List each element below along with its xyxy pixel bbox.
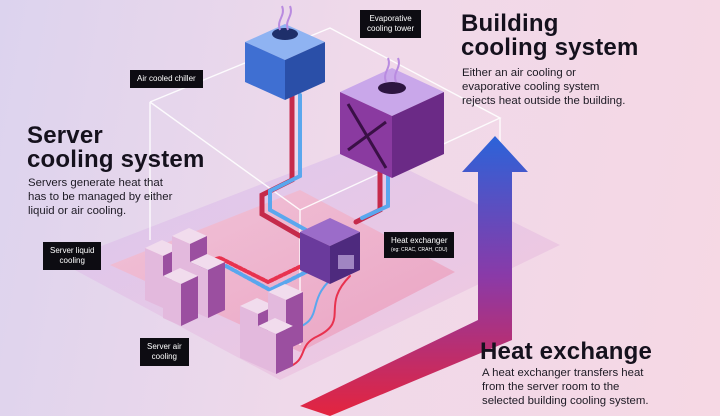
evaporative-label-line2: cooling tower bbox=[367, 24, 415, 33]
building-desc-line3: rejects heat outside the building. bbox=[462, 95, 626, 107]
exchange-desc-line3: selected building cooling system. bbox=[482, 395, 649, 407]
exchange-desc-line1: A heat exchanger transfers heat bbox=[482, 367, 644, 379]
server-desc-line3: liquid or air cooling. bbox=[28, 205, 127, 217]
evaporative-cooling-tower bbox=[340, 57, 444, 178]
air-cooled-chiller bbox=[245, 5, 325, 100]
server-liquid-label-line1: Server liquid bbox=[50, 246, 95, 255]
server-air-label-line2: cooling bbox=[151, 352, 178, 361]
server-description: Servers generate heat that has to be man… bbox=[28, 176, 172, 218]
air-cooled-chiller-label: Air cooled chiller bbox=[137, 74, 196, 83]
server-racks-liquid bbox=[145, 228, 225, 326]
exchange-heading: Heat exchange bbox=[480, 338, 653, 365]
building-desc-line2: evaporative cooling system bbox=[462, 81, 600, 93]
heat-exchanger-sublabel: (eg: CRAC, CRAH, CDU) bbox=[391, 247, 448, 253]
building-desc-line1: Either an air cooling or bbox=[462, 67, 576, 79]
server-desc-line1: Servers generate heat that bbox=[28, 177, 163, 189]
air-cooled-chiller-tag: Air cooled chiller bbox=[130, 70, 203, 88]
server-air-label-line1: Server air bbox=[147, 342, 182, 351]
server-heading-line2: cooling system bbox=[27, 146, 205, 173]
building-description: Either an air cooling or evaporative coo… bbox=[462, 66, 625, 108]
server-racks-air bbox=[240, 284, 303, 374]
heat-exchanger-unit bbox=[300, 218, 360, 284]
server-heading-line1: Server bbox=[27, 122, 103, 149]
evaporative-tower-tag: Evaporative cooling tower bbox=[360, 10, 422, 38]
server-liquid-label-line2: cooling bbox=[59, 256, 85, 265]
server-air-cooling-tag: Server air cooling bbox=[140, 338, 189, 366]
heat-flow-arrow bbox=[300, 136, 528, 416]
server-heading: Server cooling system bbox=[27, 124, 205, 172]
building-heading-line1: Building bbox=[461, 10, 559, 37]
building-heading-line2: cooling system bbox=[461, 34, 639, 61]
exchange-desc-line2: from the server room to the bbox=[482, 381, 620, 393]
heat-exchanger-label: Heat exchanger bbox=[391, 236, 448, 245]
server-liquid-cooling-tag: Server liquid cooling bbox=[43, 242, 102, 270]
evaporative-label-line1: Evaporative bbox=[369, 14, 412, 23]
building-heading: Building cooling system bbox=[461, 12, 639, 60]
server-desc-line2: has to be managed by either bbox=[28, 191, 173, 203]
server-room-floor bbox=[110, 190, 455, 352]
exchange-description: A heat exchanger transfers heat from the… bbox=[482, 366, 649, 408]
heat-exchanger-tag: Heat exchanger (eg: CRAC, CRAH, CDU) bbox=[384, 232, 455, 258]
